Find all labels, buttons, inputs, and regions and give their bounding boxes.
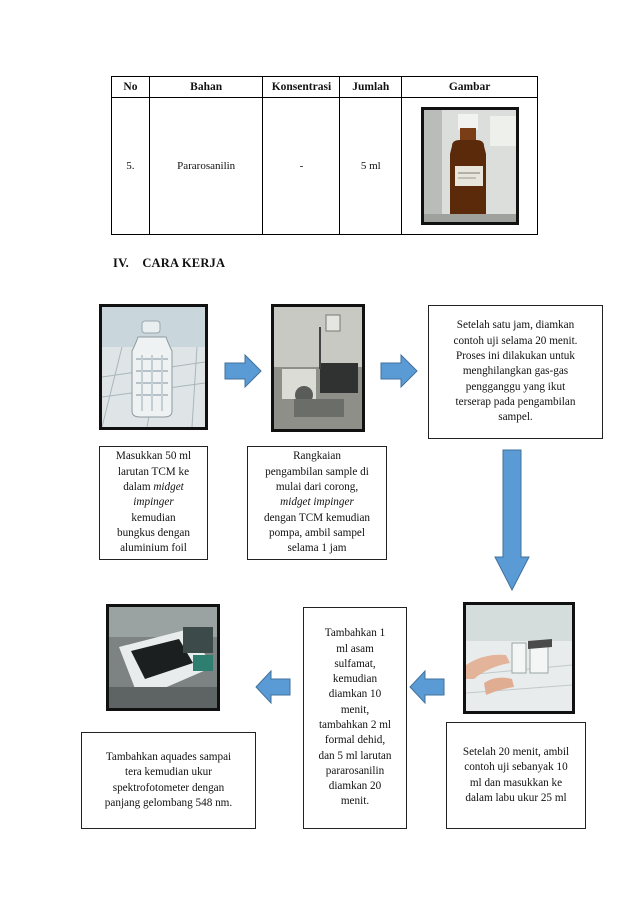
impinger-setup-photo (271, 304, 365, 432)
step6-text: Tambahkan aquades sampai tera kemudian u… (104, 750, 233, 809)
step1-line4-em: impinger (133, 496, 174, 509)
header-jumlah: Jumlah (339, 76, 403, 98)
materials-table: No Bahan Konsentrasi Jumlah Gambar 5. Pa… (111, 76, 538, 235)
step2-line2: pengambilan sample di (265, 465, 369, 478)
step2-line5: dengan TCM kemudian (263, 511, 371, 524)
header-bahan: Bahan (148, 76, 264, 98)
step6-box: Tambahkan aquades sampai tera kemudian u… (81, 732, 256, 829)
step1-line3-pre: dalam (123, 481, 154, 494)
step1-box: Masukkan 50 ml larutan TCM ke dalam midg… (99, 446, 208, 560)
cell-jumlah: 5 ml (339, 97, 403, 235)
table-row: 5. Pararosanilin - 5 ml (111, 97, 538, 235)
pararosanilin-bottle-photo (420, 107, 519, 225)
cell-no: 5. (111, 97, 150, 235)
cell-konsentrasi: - (262, 97, 341, 235)
arrow-left-icon (409, 670, 445, 704)
step2-line1: Rangkaian (293, 450, 341, 463)
table-header-row: No Bahan Konsentrasi Jumlah Gambar (111, 76, 538, 98)
step1-line7: aluminium foil (120, 542, 187, 555)
step2-line6: pompa, ambil sampel (268, 526, 365, 539)
step5-box: Tambahkan 1 ml asam sulfamat, kemudian d… (303, 607, 407, 829)
step1-line3-em: midget (153, 481, 184, 494)
section-heading: IV. CARA KERJA (113, 256, 225, 271)
step1-line5: kemudian (131, 511, 176, 524)
step3-text: Setelah satu jam, diamkan contoh uji sel… (453, 319, 578, 424)
arrow-left-icon (255, 670, 291, 704)
spectrophotometer-photo (106, 604, 220, 711)
glass-bottle-photo (99, 304, 208, 430)
step2-box: Rangkaian pengambilan sample di mulai da… (247, 446, 387, 560)
section-title: CARA KERJA (142, 256, 226, 270)
arrow-right-icon (224, 354, 262, 388)
header-konsentrasi: Konsentrasi (262, 76, 341, 98)
arrow-down-icon (494, 449, 530, 591)
step4-box: Setelah 20 menit, ambil contoh uji seban… (446, 722, 586, 829)
step1-line2: larutan TCM ke (117, 465, 190, 478)
step1-line1: Masukkan 50 ml (115, 450, 192, 463)
header-no: No (111, 76, 150, 98)
step2-line4-em: midget impinger (280, 496, 354, 509)
section-number: IV. (113, 256, 130, 270)
cell-bahan: Pararosanilin (148, 97, 264, 235)
header-gambar: Gambar (401, 76, 538, 98)
step3-box: Setelah satu jam, diamkan contoh uji sel… (428, 305, 603, 439)
step2-line3: mulai dari corong, (275, 481, 359, 494)
cell-gambar (401, 97, 538, 235)
step5-text: Tambahkan 1 ml asam sulfamat, kemudian d… (318, 627, 392, 808)
step4-text: Setelah 20 menit, ambil contoh uji seban… (462, 745, 570, 804)
step1-line6: bungkus dengan (116, 526, 190, 539)
arrow-right-icon (380, 354, 418, 388)
pipetting-photo (463, 602, 575, 714)
step2-line7: selama 1 jam (287, 542, 347, 555)
